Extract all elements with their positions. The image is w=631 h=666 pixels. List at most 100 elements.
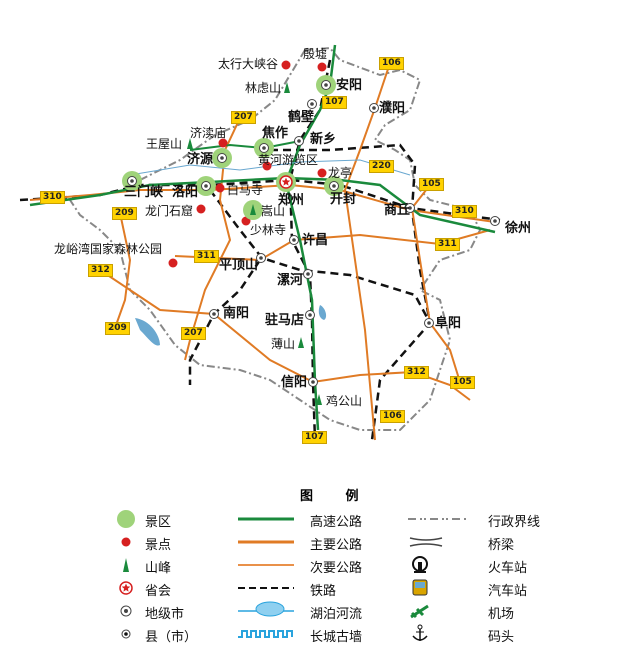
peak-icon xyxy=(298,337,304,348)
prefecture-city-dot xyxy=(259,256,263,260)
county-icon xyxy=(114,624,176,648)
city-label: 驻马店 xyxy=(265,313,305,328)
city-label: 平顶山 xyxy=(219,258,259,273)
spot-label: 龙亭 xyxy=(328,166,353,180)
prefecture-city-dot xyxy=(212,312,216,316)
legend-label: 汽车站 xyxy=(488,584,528,599)
legend-label: 次要公路 xyxy=(310,561,363,576)
scenic-spot-icon xyxy=(215,183,225,193)
airport-icon xyxy=(408,601,470,625)
scenic-spot-icon xyxy=(281,60,291,70)
prefecture-city-dot xyxy=(292,238,296,242)
city-label: 信阳 xyxy=(281,375,308,390)
city-label: 徐州 xyxy=(505,221,532,236)
henan-map: 安阳鹤壁濮阳焦作新乡济源三门峡洛阳郑州开封商丘徐州许昌平顶山漯河南阳驻马店阜阳信… xyxy=(19,44,532,444)
city-label: 许昌 xyxy=(302,233,329,248)
spot-label: 殷墟 xyxy=(303,47,328,61)
spot-label: 龙门石窟 xyxy=(145,204,194,218)
scenic-spot-icon xyxy=(317,168,327,178)
star-icon xyxy=(281,177,291,186)
road-shield: 209 xyxy=(105,322,130,335)
train-station-icon xyxy=(408,555,470,579)
peak-icon xyxy=(114,555,176,579)
road-shield: 312 xyxy=(88,264,113,277)
legend-label: 景点 xyxy=(145,538,172,553)
road-shield: 220 xyxy=(369,160,394,173)
legend-label: 主要公路 xyxy=(310,538,363,553)
city-label: 济源 xyxy=(187,152,214,167)
city-label: 鹤壁 xyxy=(288,110,315,125)
city-label: 开封 xyxy=(330,192,357,207)
legend-label: 景区 xyxy=(145,515,172,530)
city-label: 漯河 xyxy=(277,273,304,288)
secondary-road-icon xyxy=(238,555,300,579)
road-shield: 310 xyxy=(40,191,65,204)
prefecture-city-dot xyxy=(220,156,224,160)
legend-label: 高速公路 xyxy=(310,515,363,530)
city-label: 三门峡 xyxy=(124,185,164,200)
scenic-spot-icon xyxy=(168,258,178,268)
road-shield: 106 xyxy=(379,57,404,70)
legend: 图 例 景区景点山峰省会地级市县（市）高速公路主要公路次要公路铁路湖泊河流长城古… xyxy=(0,480,631,666)
road-shield: 311 xyxy=(194,250,219,263)
city-label: 南阳 xyxy=(223,306,250,321)
bridge-icon xyxy=(408,532,470,556)
road-shield: 106 xyxy=(380,410,405,423)
spot-label: 太行大峡谷 xyxy=(218,57,279,71)
road-shield: 310 xyxy=(452,205,477,218)
railway-icon xyxy=(238,578,300,602)
legend-title: 图 例 xyxy=(300,489,373,504)
anchor-icon xyxy=(408,624,470,648)
road-shield: 207 xyxy=(181,327,206,340)
legend-label: 县（市） xyxy=(145,630,198,645)
city-label: 郑州 xyxy=(278,193,305,208)
legend-label: 湖泊河流 xyxy=(310,607,363,622)
spot-label: 黄河游览区 xyxy=(258,153,319,167)
spot-label: 白马寺 xyxy=(227,183,264,197)
railway xyxy=(19,178,501,222)
peak-icon xyxy=(187,138,193,149)
prefecture-city-dot xyxy=(408,206,412,210)
prefecture-city-dot xyxy=(372,106,376,110)
railway xyxy=(209,189,432,441)
prefecture-city-dot xyxy=(308,313,312,317)
provincial-capital-icon xyxy=(114,578,176,602)
scenic-spot-icon xyxy=(218,138,228,148)
peak-icon xyxy=(284,82,290,93)
peak-label: 鸡公山 xyxy=(326,394,363,408)
peak-icon xyxy=(316,394,322,405)
road-shield: 107 xyxy=(322,96,347,109)
scenic-spot-icon xyxy=(317,62,327,72)
city-label: 商丘 xyxy=(384,203,411,218)
main-road xyxy=(114,212,132,329)
road-shield: 105 xyxy=(450,376,475,389)
legend-label: 山峰 xyxy=(145,561,172,576)
prefecture-city-dot xyxy=(204,184,208,188)
road-shield: 311 xyxy=(435,238,460,251)
danjiangkou-reservoir xyxy=(135,318,160,346)
railway xyxy=(270,143,432,324)
legend-label: 行政界线 xyxy=(488,515,541,530)
prefecture-city-dot xyxy=(493,219,497,223)
bus-station-icon xyxy=(408,578,470,602)
main-road xyxy=(410,184,461,383)
legend-label: 省会 xyxy=(145,584,172,599)
prefecture-city-dot xyxy=(262,146,266,150)
expressway-icon xyxy=(238,509,300,533)
legend-label: 火车站 xyxy=(488,561,528,576)
prefecture-city-dot xyxy=(310,102,314,106)
legend-label: 地级市 xyxy=(145,607,185,622)
prefecture-city-dot xyxy=(297,139,301,143)
legend-label: 长城古墙 xyxy=(310,630,363,645)
scenic-area-icon xyxy=(114,509,176,533)
spot-label: 龙峪湾国家森林公园 xyxy=(54,242,163,256)
peak-label: 林虑山 xyxy=(245,81,282,95)
city-label: 焦作 xyxy=(262,126,289,141)
suya-lake xyxy=(318,305,327,320)
map-canvas xyxy=(19,44,501,441)
prefecture-city-dot xyxy=(130,179,134,183)
road-shield: 107 xyxy=(302,431,327,444)
prefecture-city-dot xyxy=(332,184,336,188)
spot-label: 少林寺 xyxy=(250,223,287,237)
prefecture-city-icon xyxy=(114,601,176,625)
